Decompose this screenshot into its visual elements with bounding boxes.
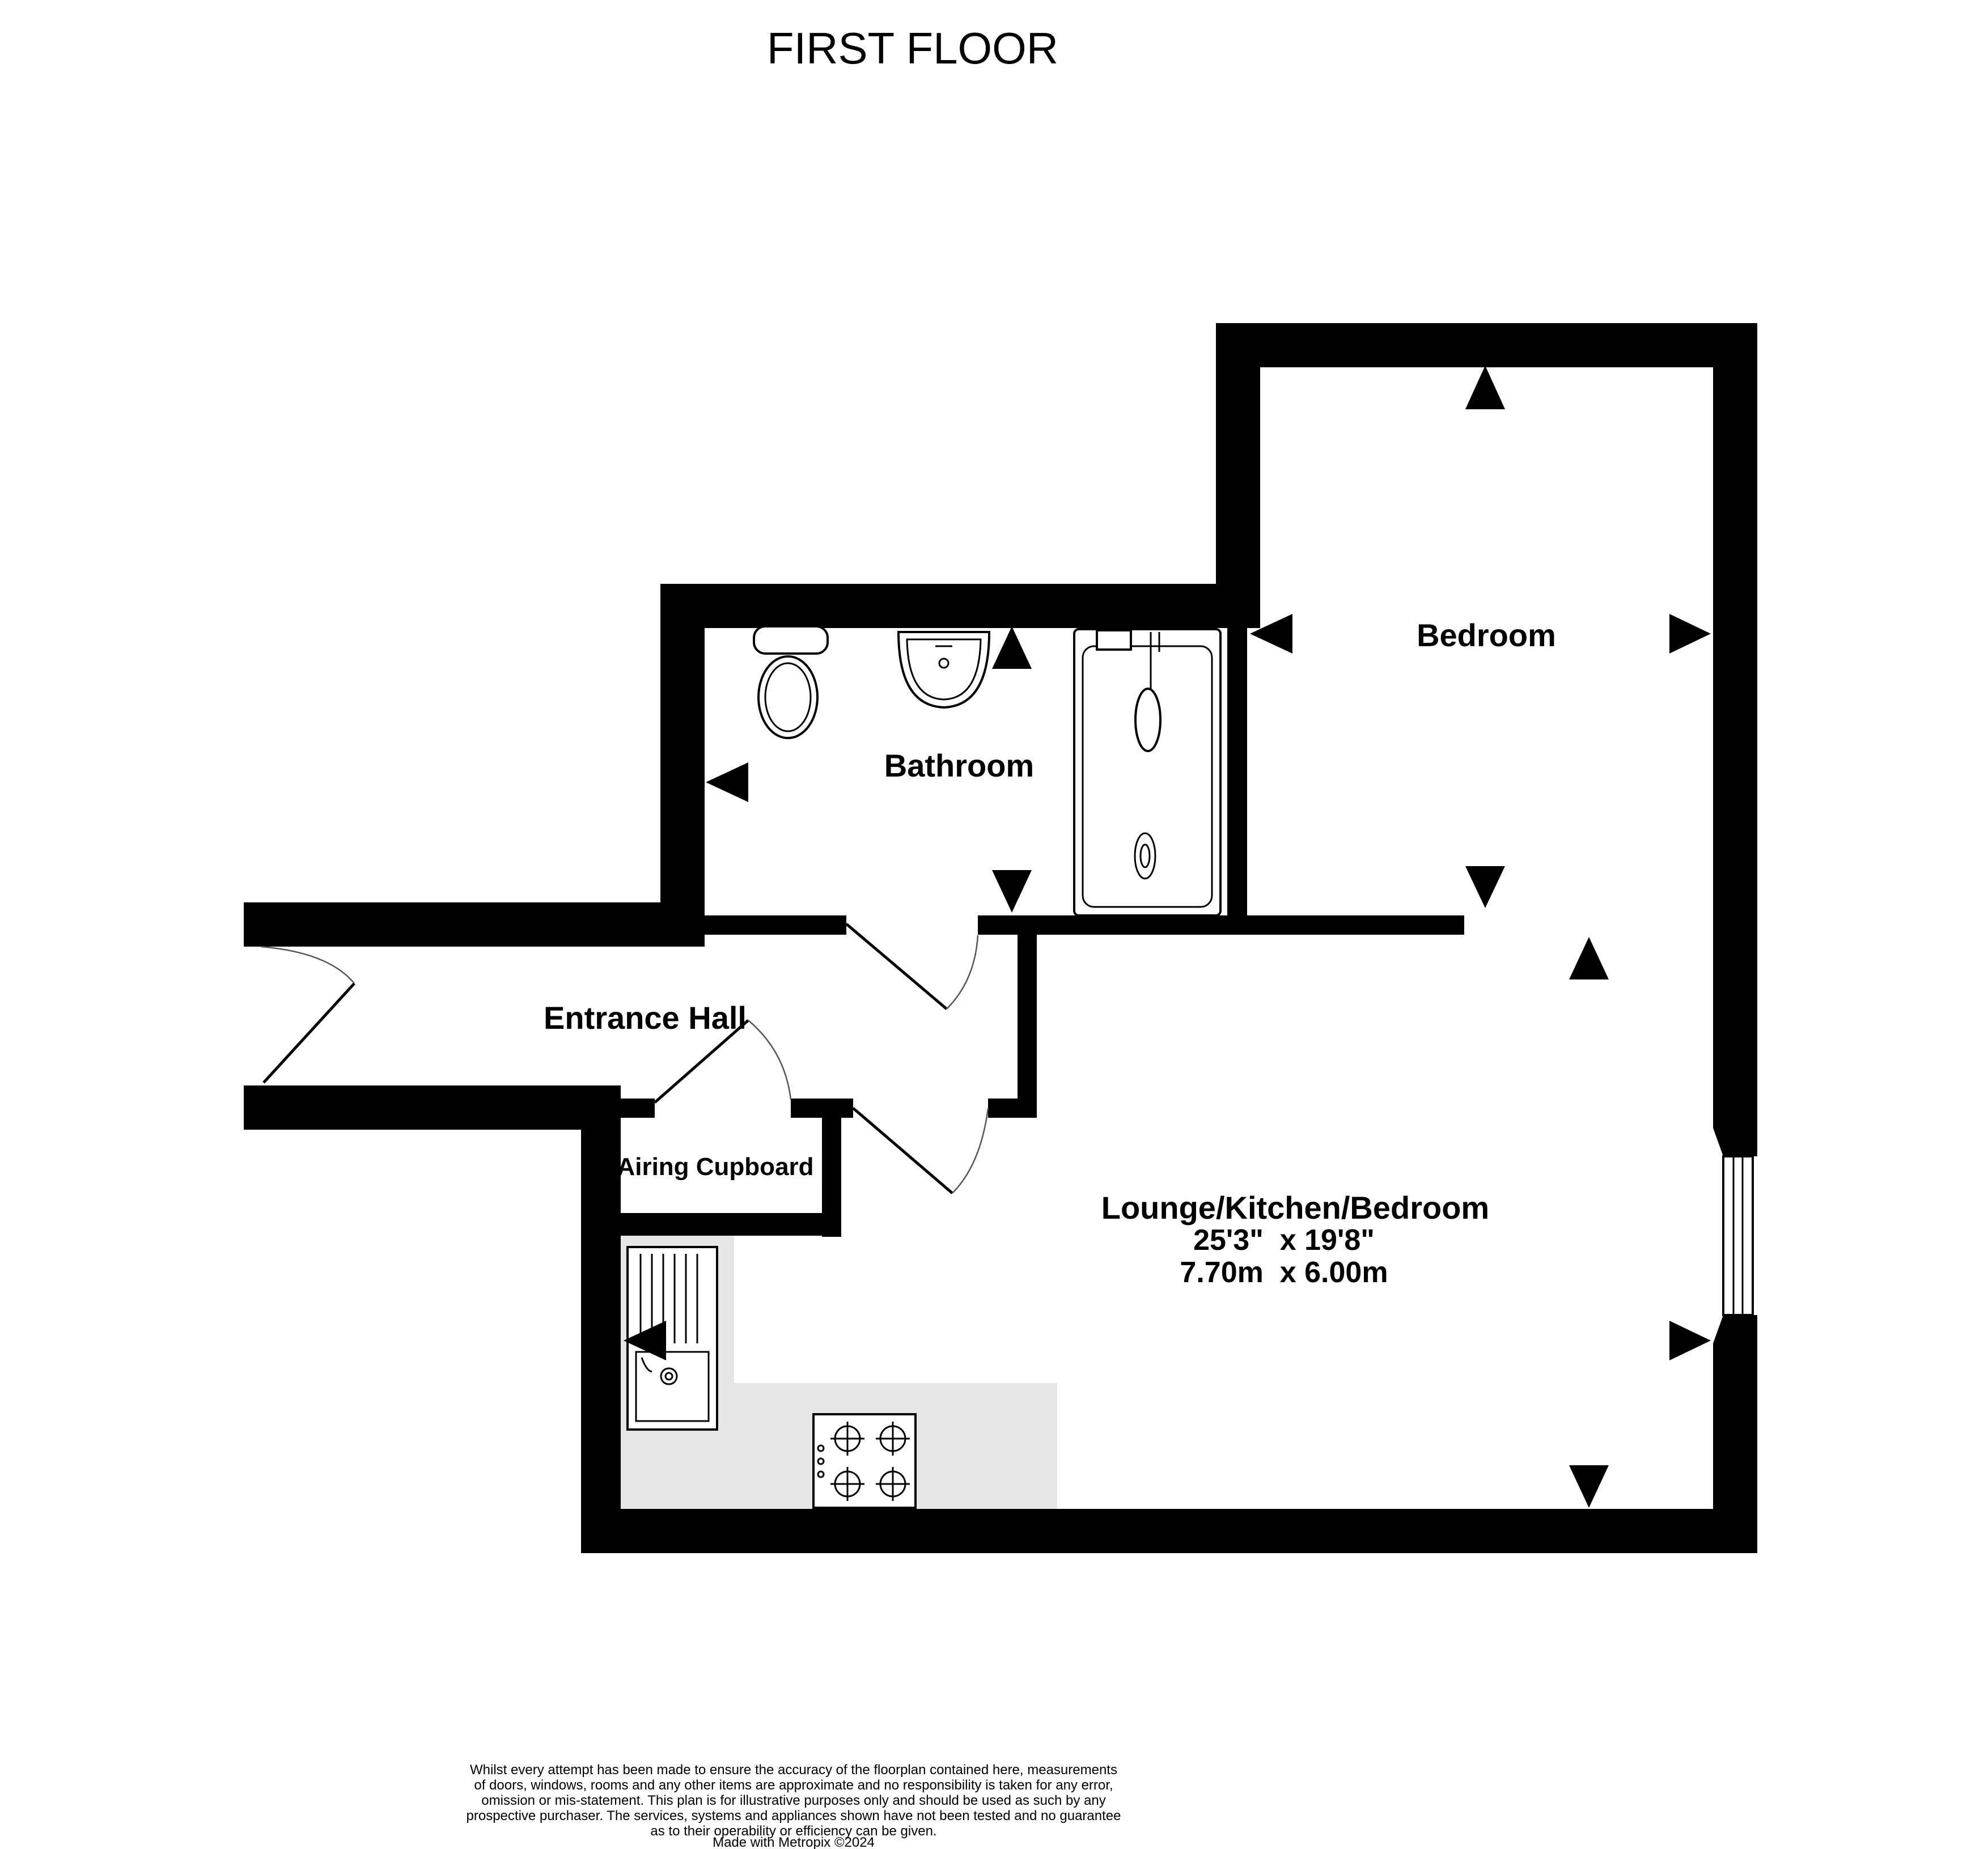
- lounge-dimension-metric: 7.70m x 6.00m: [1180, 1256, 1388, 1289]
- lounge-dimension-imperial: 25'3" x 19'8": [1193, 1224, 1375, 1257]
- floor-title: FIRST FLOOR: [767, 23, 1058, 73]
- basin-icon: [897, 631, 991, 709]
- bathroom-label: Bathroom: [884, 748, 1034, 783]
- walls: [244, 323, 1757, 1553]
- disclaimer-line: as to their operability or efficiency ca…: [650, 1823, 936, 1839]
- hob-icon: [812, 1413, 917, 1509]
- disclaimer-line: prospective purchaser. The services, sys…: [467, 1808, 1121, 1823]
- doors: [260, 923, 989, 1194]
- entrance-hall-label: Entrance Hall: [544, 1000, 747, 1036]
- disclaimer-line: omission or mis-statement. This plan is …: [481, 1793, 1105, 1808]
- window: [1713, 1128, 1757, 1343]
- dimension-arrows: [624, 366, 1711, 1508]
- airing-cupboard-label: Airing Cupboard: [617, 1153, 813, 1181]
- bedroom-label: Bedroom: [1417, 617, 1556, 653]
- bath-icon: [1073, 628, 1222, 917]
- disclaimer-line: of doors, windows, rooms and any other i…: [474, 1778, 1113, 1793]
- disclaimer-line: Whilst every attempt has been made to en…: [470, 1762, 1117, 1778]
- disclaimer: Whilst every attempt has been made to en…: [467, 1762, 1121, 1849]
- toilet-icon: [753, 625, 829, 739]
- lounge-label: Lounge/Kitchen/Bedroom: [1101, 1190, 1489, 1225]
- disclaimer-credit: Made with Metropix ©2024: [713, 1835, 875, 1849]
